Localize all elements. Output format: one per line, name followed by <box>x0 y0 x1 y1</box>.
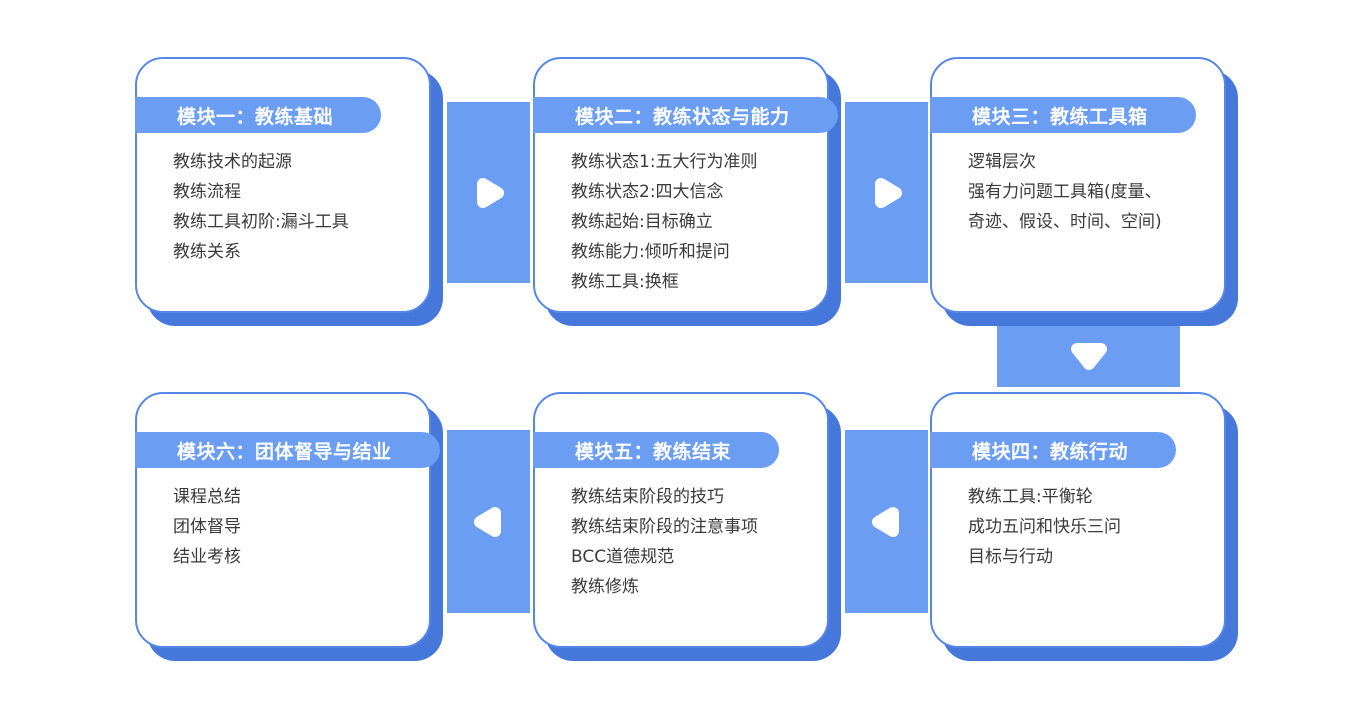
module-item: 结业考核 <box>173 547 241 567</box>
module-3-title: 模块三：教练工具箱 <box>972 105 1148 128</box>
module-3-title-pill: 模块三：教练工具箱 <box>930 97 1196 133</box>
module-5-title: 模块五：教练结束 <box>575 440 732 463</box>
module-card-3: 模块三：教练工具箱 逻辑层次 强有力问题工具箱(度量、奇迹、假设、时间、空间) <box>930 57 1226 313</box>
module-4-item-list: 教练工具:平衡轮 成功五问和快乐三问 目标与行动 <box>932 482 1224 572</box>
module-item: 教练关系 <box>173 242 241 262</box>
arrow-right-icon <box>874 177 902 208</box>
module-item: 教练修炼 <box>571 577 639 597</box>
module-5-title-pill: 模块五：教练结束 <box>533 432 780 468</box>
module-item: 教练工具:换框 <box>571 272 679 292</box>
module-2-title: 模块二：教练状态与能力 <box>575 105 790 128</box>
module-6-title: 模块六：团体督导与结业 <box>177 440 392 463</box>
module-item: 教练状态2:四大信念 <box>571 182 724 202</box>
module-item: 教练结束阶段的注意事项 <box>571 517 758 537</box>
module-item: 目标与行动 <box>968 547 1053 567</box>
module-item: 教练状态1:五大行为准则 <box>571 152 758 172</box>
module-2-title-pill: 模块二：教练状态与能力 <box>533 97 838 133</box>
module-item: 教练工具:平衡轮 <box>968 487 1093 507</box>
arrow-left-icon <box>871 506 899 537</box>
flow-connector-module1-to-module2 <box>447 102 530 283</box>
module-item: 教练结束阶段的技巧 <box>571 487 724 507</box>
module-card-2: 模块二：教练状态与能力 教练状态1:五大行为准则 教练状态2:四大信念 教练起始… <box>533 57 838 313</box>
module-item: BCC道德规范 <box>571 547 675 567</box>
module-item: 逻辑层次 <box>968 152 1036 172</box>
flow-connector-module3-to-module4 <box>997 313 1180 387</box>
module-item: 教练技术的起源 <box>173 152 292 172</box>
module-card-5: 模块五：教练结束 教练结束阶段的技巧 教练结束阶段的注意事项 BCC道德规范 教… <box>533 392 829 648</box>
module-card-4: 模块四：教练行动 教练工具:平衡轮 成功五问和快乐三问 目标与行动 <box>930 392 1226 648</box>
module-1-item-list: 教练技术的起源 教练流程 教练工具初阶:漏斗工具 教练关系 <box>137 147 429 267</box>
module-4-title-pill: 模块四：教练行动 <box>930 432 1177 468</box>
module-card-1: 模块一：教练基础 教练技术的起源 教练流程 教练工具初阶:漏斗工具 教练关系 <box>135 57 431 313</box>
module-item: 强有力问题工具箱(度量、奇迹、假设、时间、空间) <box>968 182 1162 232</box>
module-item: 团体督导 <box>173 517 241 537</box>
module-4-title: 模块四：教练行动 <box>972 440 1129 463</box>
module-6-item-list: 课程总结 团体督导 结业考核 <box>137 482 429 572</box>
module-item: 教练工具初阶:漏斗工具 <box>173 212 349 232</box>
module-6-title-pill: 模块六：团体督导与结业 <box>135 432 440 468</box>
module-card-6: 模块六：团体督导与结业 课程总结 团体督导 结业考核 <box>135 392 440 648</box>
arrow-down-icon <box>1070 343 1107 370</box>
module-5-item-list: 教练结束阶段的技巧 教练结束阶段的注意事项 BCC道德规范 教练修炼 <box>535 482 827 602</box>
flow-connector-module2-to-module3 <box>845 102 928 283</box>
arrow-right-icon <box>476 177 504 208</box>
flow-connector-module5-to-module6 <box>447 430 530 613</box>
module-item: 教练能力:倾听和提问 <box>571 242 730 262</box>
module-item: 课程总结 <box>173 487 241 507</box>
module-1-title: 模块一：教练基础 <box>177 105 334 128</box>
arrow-left-icon <box>473 506 501 537</box>
module-2-item-list: 教练状态1:五大行为准则 教练状态2:四大信念 教练起始:目标确立 教练能力:倾… <box>535 147 827 297</box>
module-3-item-list: 逻辑层次 强有力问题工具箱(度量、奇迹、假设、时间、空间) <box>932 147 1224 237</box>
module-1-title-pill: 模块一：教练基础 <box>135 97 382 133</box>
flow-connector-module4-to-module5 <box>845 430 928 613</box>
module-item: 教练流程 <box>173 182 241 202</box>
module-item: 成功五问和快乐三问 <box>968 517 1121 537</box>
module-item: 教练起始:目标确立 <box>571 212 713 232</box>
